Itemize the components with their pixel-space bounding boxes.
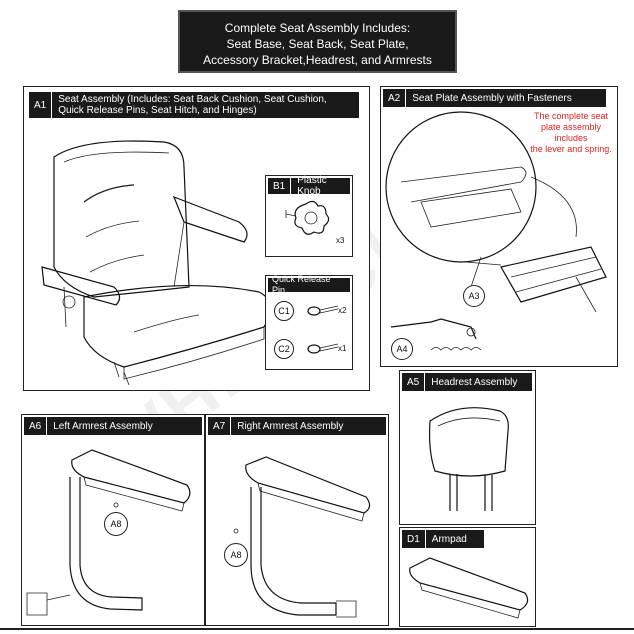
panel-d1-tag: D1 <box>402 530 426 548</box>
title-line-2: Seat Base, Seat Back, Seat Plate, <box>226 37 409 51</box>
panel-a6-tag: A6 <box>24 417 48 435</box>
plastic-knob-illustration <box>285 200 330 235</box>
panel-a7-tag: A7 <box>208 417 232 435</box>
note-line-4: the lever and spring. <box>530 144 612 154</box>
panel-b1-title: Plastic Knob <box>297 175 327 197</box>
panel-a2-header: A2 Seat Plate Assembly with Fasteners <box>383 89 606 107</box>
panel-qrp-header: Quick Release Pin <box>268 274 350 295</box>
panel-d1: D1 Armpad <box>399 527 536 627</box>
title-line-3: Accessory Bracket,Headrest, and Armrests <box>203 53 432 67</box>
headrest-illustration <box>428 407 509 511</box>
panel-a2-note: The complete seat plate assembly include… <box>521 111 621 155</box>
panel-a7-header: A7 Right Armrest Assembly <box>208 417 386 435</box>
panel-a5-title: Headrest Assembly <box>431 376 518 388</box>
note-line-3: includes <box>554 133 588 143</box>
callout-a8-right: A8 <box>224 543 248 567</box>
callout-c2-qty: x1 <box>338 344 347 353</box>
panel-a7: A7 Right Armrest Assembly A8 <box>205 414 389 626</box>
callout-a8-left: A8 <box>104 512 128 536</box>
panel-a5: A5 Headrest Assembly <box>399 370 536 525</box>
callout-a3: A3 <box>463 285 485 307</box>
seat-plate-illustration <box>385 111 607 351</box>
panel-a2-tag: A2 <box>383 89 407 107</box>
title-box: Complete Seat Assembly Includes: Seat Ba… <box>178 10 457 73</box>
panel-b1: B1 Plastic Knob x3 <box>265 175 353 257</box>
panel-a2: A2 Seat Plate Assembly with Fasteners Th… <box>380 86 618 367</box>
title-line-1: Complete Seat Assembly Includes: <box>224 21 411 35</box>
panel-a5-tag: A5 <box>402 373 426 391</box>
panel-d1-header: D1 Armpad <box>402 530 484 548</box>
note-line-1: The complete seat <box>533 111 609 121</box>
callout-c2: C2 <box>274 339 294 359</box>
panel-a2-title: Seat Plate Assembly with Fasteners <box>412 92 572 104</box>
panel-a1-title-line2: Quick Release Pins, Seat Hitch, and Hing… <box>58 105 257 116</box>
panel-b1-qty: x3 <box>336 236 345 245</box>
callout-c1-qty: x2 <box>338 306 347 315</box>
panel-a6-header: A6 Left Armrest Assembly <box>24 417 202 435</box>
left-armrest-illustration <box>26 449 191 616</box>
callout-a4: A4 <box>391 338 413 360</box>
panel-a5-header: A5 Headrest Assembly <box>402 373 532 391</box>
right-armrest-illustration <box>233 456 371 618</box>
panel-d1-title: Armpad <box>431 533 467 545</box>
panel-a6: A6 Left Armrest Assembly A8 <box>21 414 205 626</box>
seat-assembly-illustration <box>41 140 271 386</box>
panel-a1-title-line1: Seat Assembly (Includes: Seat Back Cushi… <box>58 94 327 105</box>
panel-qrp-title: Quick Release Pin <box>272 274 331 295</box>
quick-release-pin-illustration <box>307 305 339 354</box>
panel-a6-title: Left Armrest Assembly <box>53 420 153 432</box>
note-line-2: plate assembly <box>540 122 602 132</box>
bottom-rule <box>0 628 634 630</box>
panel-b1-header: B1 Plastic Knob <box>268 175 350 197</box>
panel-quick-release-pin: Quick Release Pin C1 C2 x2 x1 <box>265 274 353 370</box>
panel-b1-tag: B1 <box>268 178 292 194</box>
panel-a1-header: A1 Seat Assembly (Includes: Seat Back Cu… <box>29 92 359 118</box>
panel-a7-title: Right Armrest Assembly <box>237 420 344 432</box>
armpad-illustration <box>409 557 529 619</box>
panel-a1-title: Seat Assembly (Includes: Seat Back Cushi… <box>52 94 332 116</box>
panel-a1-tag: A1 <box>29 92 53 118</box>
callout-c1: C1 <box>274 301 294 321</box>
